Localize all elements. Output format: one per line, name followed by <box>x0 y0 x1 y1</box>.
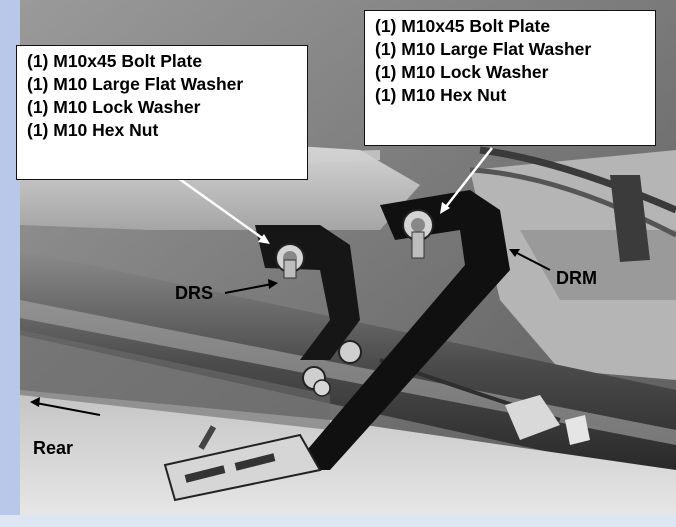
leader-right <box>444 147 493 209</box>
callout-left-hardware-list: (1) M10x45 Bolt Plate (1) M10 Large Flat… <box>16 45 308 180</box>
arrow-rear <box>35 402 101 416</box>
frame-left-border <box>0 0 20 527</box>
foot-slot-1 <box>184 465 226 483</box>
callout-right-item: (1) M10x45 Bolt Plate <box>375 16 551 36</box>
tag-piece <box>565 415 590 445</box>
callout-left-item: (1) M10 Hex Nut <box>27 120 159 140</box>
callout-left-item: (1) M10 Lock Washer <box>27 97 201 117</box>
label-drm: DRM <box>556 268 597 288</box>
bolt-drm <box>402 209 434 259</box>
callout-right-item: (1) M10 Large Flat Washer <box>375 39 592 59</box>
callout-right-item: (1) M10 Hex Nut <box>375 85 507 105</box>
arrow-rear-head <box>30 397 40 407</box>
hose-2 <box>469 167 676 238</box>
foot-slot-3 <box>198 425 217 450</box>
connector <box>610 175 650 262</box>
callout-right-item: (1) M10 Lock Washer <box>375 62 549 82</box>
arrow-drs-head <box>268 279 278 289</box>
foot-slot-2 <box>234 453 276 471</box>
hose-1 <box>479 146 676 214</box>
label-drs: DRS <box>175 283 214 303</box>
leader-right-arrowhead <box>440 202 450 214</box>
floor-shadow <box>20 330 330 430</box>
arrow-drm <box>514 251 551 271</box>
frame-bottom-border <box>0 515 676 527</box>
bolt-lower-2 <box>302 366 331 397</box>
leader-left <box>177 176 266 242</box>
arrow-drm-head <box>509 249 520 257</box>
clip <box>505 395 560 440</box>
bracket-drm <box>290 190 510 470</box>
callout-right-hardware-list: (1) M10x45 Bolt Plate (1) M10 Large Flat… <box>364 10 656 146</box>
arrow-drs <box>224 283 273 294</box>
label-rear: Rear <box>33 438 74 458</box>
callout-left-item: (1) M10x45 Bolt Plate <box>27 51 203 71</box>
bolt-lower-1 <box>338 340 362 364</box>
leader-left-arrowhead <box>258 234 270 244</box>
bolt-drs <box>275 243 305 279</box>
callout-left-item: (1) M10 Large Flat Washer <box>27 74 244 94</box>
